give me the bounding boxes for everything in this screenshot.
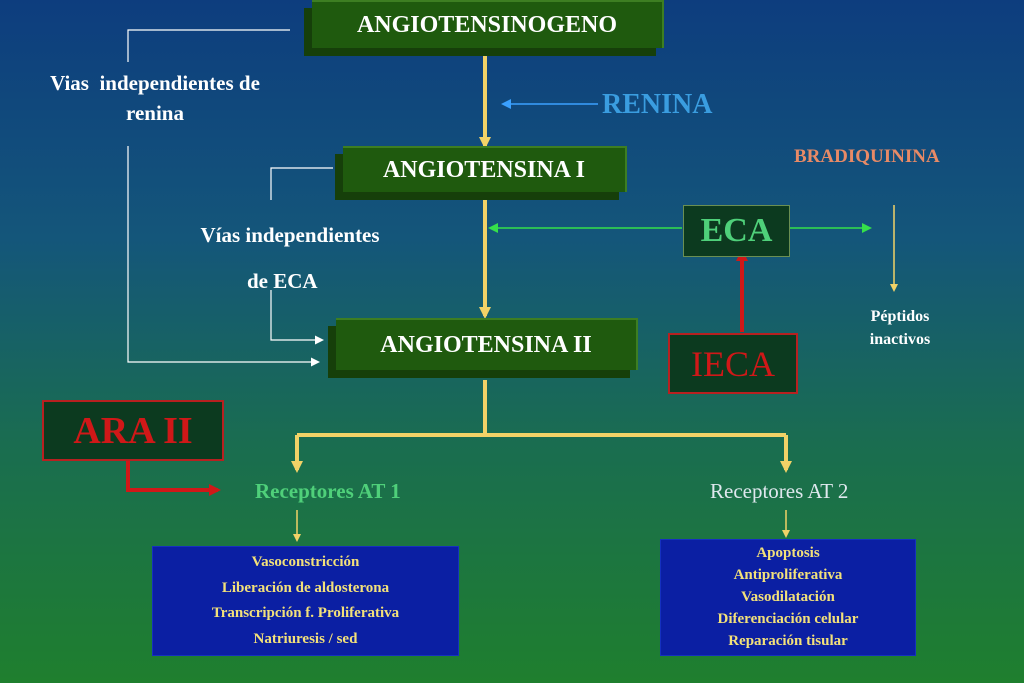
label-renina: RENINA — [602, 89, 713, 120]
arrow-vias-eca — [270, 290, 324, 345]
effect-at2-item: Apoptosis — [756, 545, 820, 562]
node-ara2: ARA II — [42, 400, 224, 461]
node-angiotensina-1-label: ANGIOTENSINA I — [382, 156, 586, 183]
effect-at1-item: Natriuresis / sed — [253, 630, 358, 647]
effect-at2-item: Diferenciación celular — [717, 610, 859, 627]
node-angiotensinogeno: ANGIOTENSINOGENO — [312, 0, 664, 48]
label-bradiquinina: BRADIQUININA — [794, 146, 940, 167]
label-peptidos-line1: Péptidos — [870, 308, 930, 325]
effect-at1-item: Vasoconstricción — [251, 554, 360, 571]
node-angiotensina-2: ANGIOTENSINA II — [336, 318, 638, 370]
label-vias-renina-line1: Vias independientes de — [50, 71, 260, 95]
label-receptores-at2: Receptores AT 2 — [710, 479, 849, 503]
effect-at1-item: Liberación de aldosterona — [221, 579, 390, 596]
label-vias-independientes-renina: Vias independientes de renina — [20, 68, 290, 128]
node-angiotensina-2-label: ANGIOTENSINA II — [380, 331, 592, 358]
label-vias-independientes-eca: Vías independientes de ECA — [165, 212, 415, 304]
node-angiotensina-1: ANGIOTENSINA I — [343, 146, 627, 192]
node-angiotensinogeno-label: ANGIOTENSINOGENO — [356, 11, 618, 38]
label-vias-eca-line2: de ECA — [247, 269, 318, 293]
effect-at2-item: Antiproliferativa — [733, 567, 843, 584]
label-peptidos-inactivos: Péptidos inactivos — [840, 305, 960, 351]
label-peptidos-line2: inactivos — [869, 331, 931, 348]
effect-at2-item: Vasodilatación — [741, 588, 835, 605]
label-receptores-at1: Receptores AT 1 — [255, 479, 401, 503]
node-eca-label: ECA — [700, 212, 773, 249]
node-ara2-label: ARA II — [73, 409, 193, 452]
node-ieca: IECA — [668, 333, 798, 394]
arrow-ara2-to-at1 — [126, 458, 221, 496]
label-vias-renina-line2: renina — [126, 101, 184, 125]
effects-box-at1: Vasoconstricción Liberación de aldostero… — [152, 546, 459, 656]
effect-at2-item: Reparación tisular — [728, 632, 848, 649]
node-ieca-label: IECA — [691, 343, 775, 384]
bracket-vias-renina-top — [127, 29, 290, 62]
bracket-vias-eca-top — [270, 167, 333, 200]
effect-at1-item: Transcripción f. Proliferativa — [211, 605, 400, 622]
arrow-vias-renina — [127, 146, 320, 367]
effects-box-at2: Apoptosis Antiproliferativa Vasodilataci… — [660, 539, 916, 656]
node-eca: ECA — [683, 205, 790, 257]
label-vias-eca-line1: Vías independientes — [200, 223, 380, 247]
